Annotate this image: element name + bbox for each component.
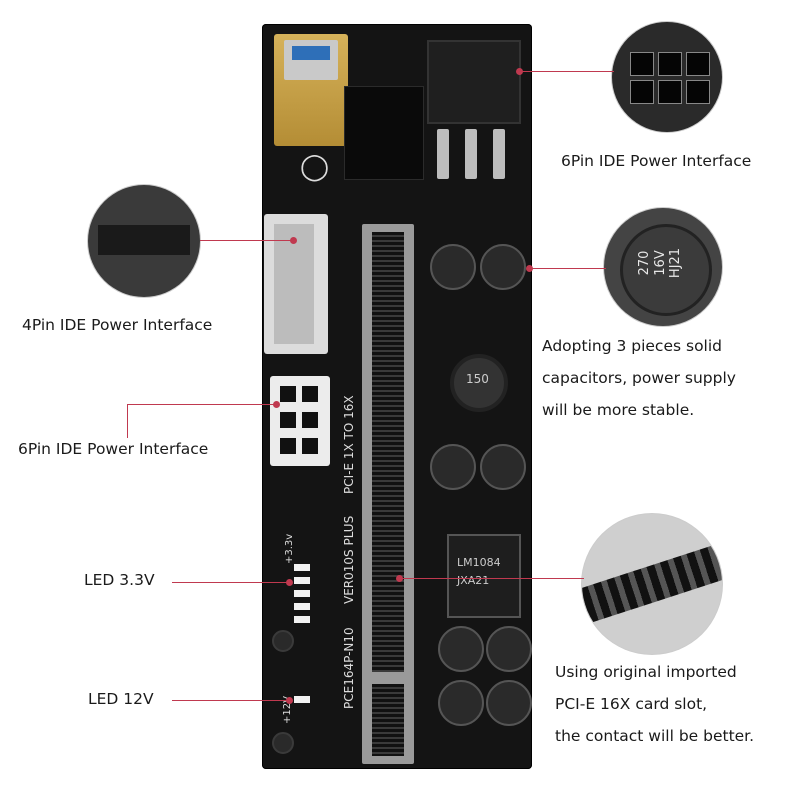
leader-dot xyxy=(290,237,297,244)
volt-33-label: +3.3v xyxy=(284,533,295,564)
voltage-regulator: LM1084 JXA21 xyxy=(447,534,521,618)
regulator-sub: JXA21 xyxy=(457,574,490,587)
four-pin-connector xyxy=(264,214,328,354)
slot-description: Using original imported PCI-E 16X card s… xyxy=(555,656,754,752)
capacitor xyxy=(438,680,484,726)
zoom-cap-value: 270 xyxy=(637,250,652,276)
callout-led33: LED 3.3V xyxy=(84,571,155,589)
capacitor-desc-line: Adopting 3 pieces solid xyxy=(542,337,723,355)
zoom-six-pin-top xyxy=(612,22,722,132)
capacitor xyxy=(480,444,526,490)
inductor: 150 xyxy=(450,354,508,412)
capacitor xyxy=(480,244,526,290)
slot-clip xyxy=(344,86,424,180)
capacitor xyxy=(430,244,476,290)
capacitor xyxy=(438,626,484,672)
capacitor xyxy=(486,680,532,726)
leader-dot xyxy=(526,265,533,272)
six-pin-connector-left xyxy=(270,376,330,466)
callout-six-pin-left: 6Pin IDE Power Interface xyxy=(18,440,209,458)
inductor-label: 150 xyxy=(466,372,489,386)
leader-dot xyxy=(273,401,280,408)
slot-desc-line: PCI-E 16X card slot, xyxy=(555,695,708,713)
bridge-label: PCI-E 1X TO 16X xyxy=(342,395,356,494)
capacitor-desc-line: will be more stable. xyxy=(542,401,695,419)
leader-six-pin-left xyxy=(127,404,277,406)
ce-mark: ◯ xyxy=(300,152,330,182)
six-pin-connector-top xyxy=(427,40,521,124)
capacitor xyxy=(486,626,532,672)
leader-six-pin-left-v xyxy=(127,404,129,438)
leader-four-pin xyxy=(200,240,294,242)
riser-board: ◯ 150 LM1084 JXA21 VER010S PLUS PCI-E 1X… xyxy=(262,24,532,769)
callout-led12: LED 12V xyxy=(88,690,154,708)
power-pins xyxy=(437,129,507,184)
pcie-16x-slot xyxy=(362,224,414,764)
slot-desc-line: Using original imported xyxy=(555,663,737,681)
slot-desc-line: the contact will be better. xyxy=(555,727,755,745)
leader-capacitor xyxy=(530,268,606,270)
callout-four-pin: 4Pin IDE Power Interface xyxy=(22,316,213,334)
zoom-pcie-slot xyxy=(582,514,722,654)
capacitor-description: Adopting 3 pieces solid capacitors, powe… xyxy=(542,330,736,426)
leader-dot xyxy=(516,68,523,75)
zoom-cap-voltage: 16V xyxy=(652,250,668,276)
zoom-capacitor: 270 16V HJ21 xyxy=(604,208,722,326)
led-33v-group xyxy=(294,564,310,628)
mount-hole xyxy=(272,630,294,652)
leader-dot xyxy=(286,697,293,704)
mount-hole xyxy=(272,732,294,754)
model-label: VER010S PLUS xyxy=(342,515,356,604)
leader-led33 xyxy=(172,582,290,584)
usb-port xyxy=(274,34,348,146)
zoom-four-pin xyxy=(88,185,200,297)
callout-six-pin-top: 6Pin IDE Power Interface xyxy=(561,152,752,170)
leader-six-pin-top xyxy=(520,71,614,73)
regulator-code: LM1084 xyxy=(457,556,501,569)
part-label: PCE164P-N10 xyxy=(342,627,356,709)
led-12v xyxy=(294,696,310,703)
capacitor xyxy=(430,444,476,490)
capacitor-desc-line: capacitors, power supply xyxy=(542,369,736,387)
leader-pcie-slot xyxy=(400,578,584,580)
leader-dot xyxy=(396,575,403,582)
leader-led12 xyxy=(172,700,290,702)
leader-dot xyxy=(286,579,293,586)
zoom-cap-code: HJ21 xyxy=(668,247,684,279)
